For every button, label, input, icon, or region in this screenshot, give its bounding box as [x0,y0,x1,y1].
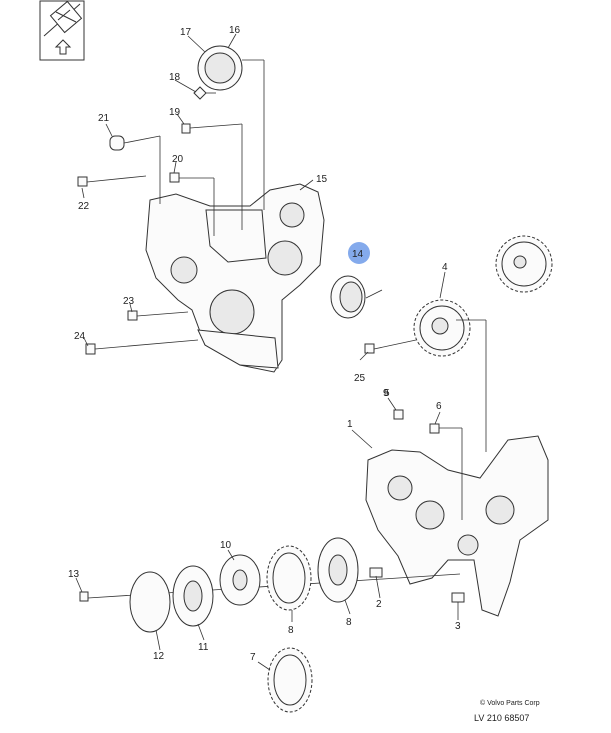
callout-9[interactable]: 9 [383,388,389,399]
right-gears [413,235,553,357]
callout-15[interactable]: 15 [316,174,328,185]
callout-18[interactable]: 18 [169,72,181,83]
highlight-marker[interactable] [348,242,370,264]
callout-23[interactable]: 23 [123,296,135,307]
callout-numbers: 1 2 3 4 5 6 7 8 8 9 10 11 12 13 14 15 16… [68,25,461,663]
upper-bolts [77,86,417,355]
callout-25[interactable]: 25 [354,373,366,384]
callout-22[interactable]: 22 [78,201,90,212]
callout-17[interactable]: 17 [180,27,192,38]
lower-housing-group [365,409,549,617]
callout-2[interactable]: 2 [376,599,382,610]
callout-12[interactable]: 12 [153,651,165,662]
callout-8b[interactable]: 8 [346,617,352,628]
callout-7[interactable]: 7 [250,652,256,663]
lower-gear-train [79,537,461,713]
callout-6[interactable]: 6 [436,401,442,412]
copyright-credit: © Volvo Parts Corp [480,700,540,707]
callout-16[interactable]: 16 [229,25,241,36]
callout-24[interactable]: 24 [74,331,86,342]
callout-10[interactable]: 10 [220,540,232,551]
callout-5[interactable]: 5 [384,388,390,399]
callout-20[interactable]: 20 [172,154,184,165]
callout-3[interactable]: 3 [455,621,461,632]
callout-1[interactable]: 1 [347,419,353,430]
callout-4[interactable]: 4 [442,262,448,273]
up-arrow-icon [54,39,72,55]
orientation-symbol [39,0,85,61]
upper-cover-group [145,45,366,373]
illustration-id: LV 210 68507 [474,713,530,723]
callout-8a[interactable]: 8 [288,625,294,636]
callout-11[interactable]: 11 [198,642,209,653]
callout-13[interactable]: 13 [68,569,80,580]
callout-21[interactable]: 21 [98,113,110,124]
callout-19[interactable]: 19 [169,107,181,118]
callout-14[interactable]: 14 [352,249,364,260]
callout-leaders [75,33,487,671]
